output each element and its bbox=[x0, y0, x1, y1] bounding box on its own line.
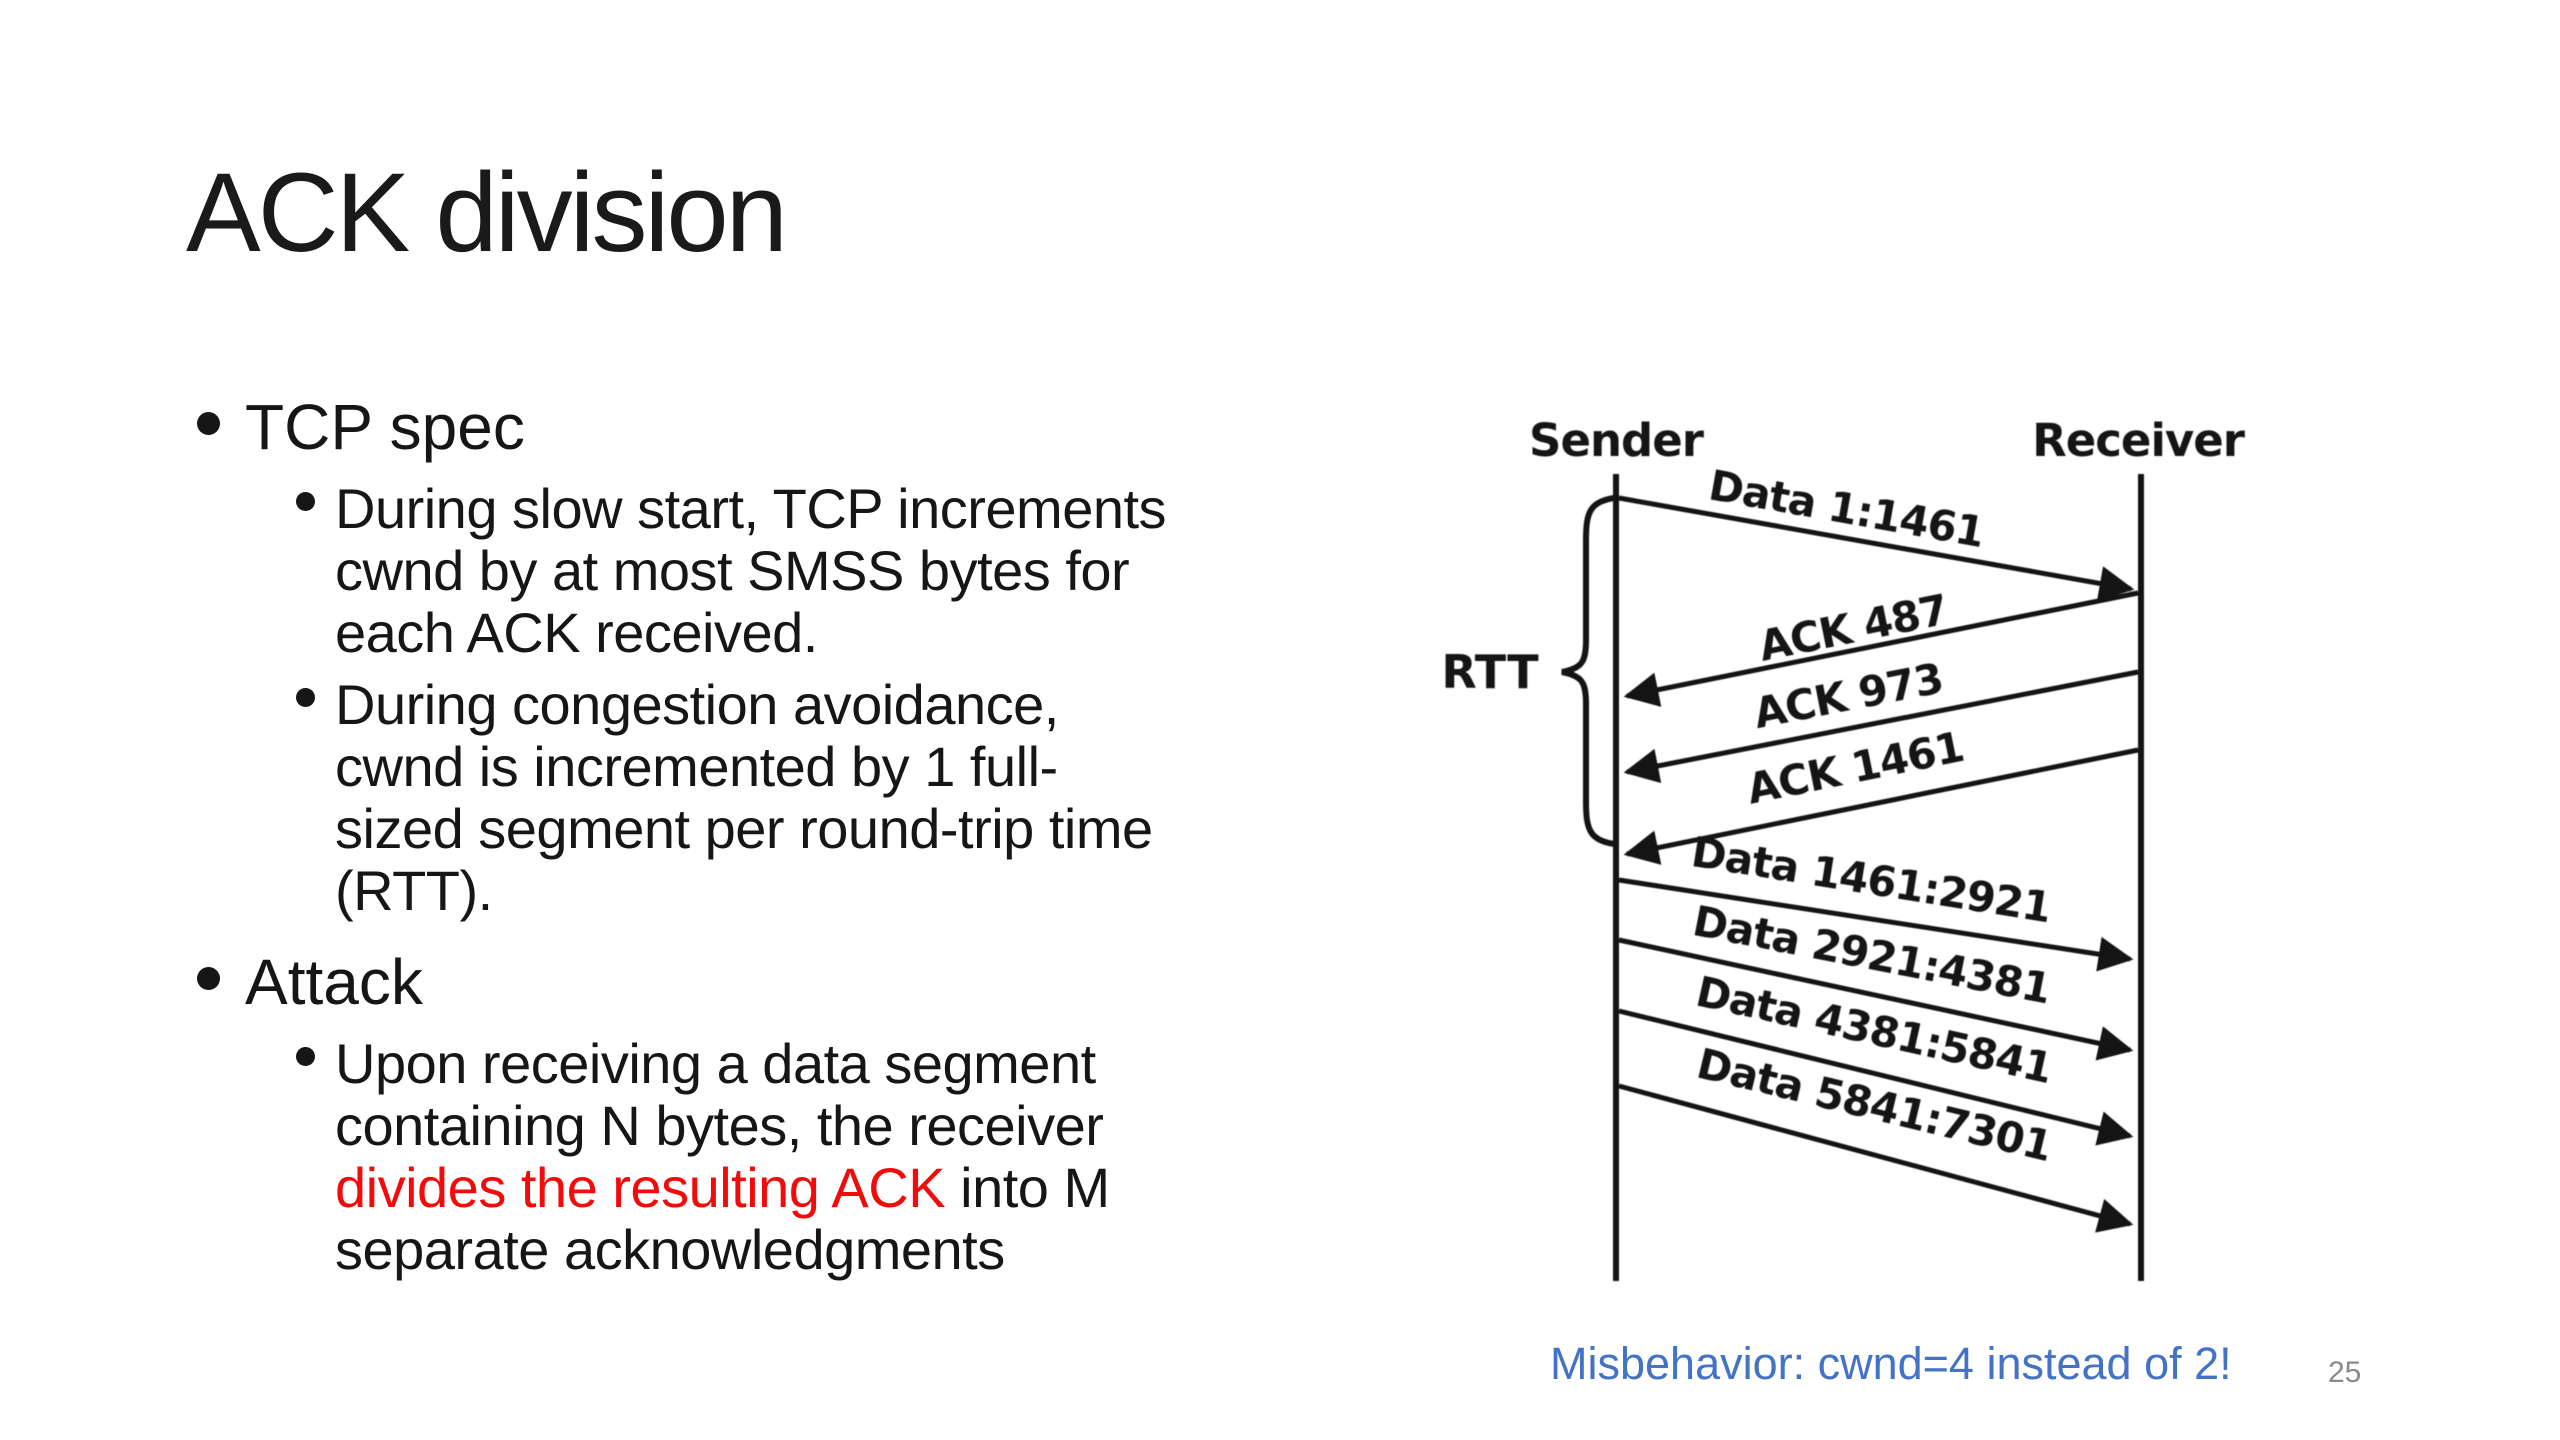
bullet-text: Attack bbox=[245, 947, 423, 1017]
text-segment: each ACK received. bbox=[335, 601, 818, 664]
bullet-marker bbox=[197, 412, 220, 435]
arrow-data-1-1461 bbox=[1618, 495, 2135, 601]
text-segment: (RTT). bbox=[335, 859, 493, 922]
misbehavior-caption: Misbehavior: cwnd=4 instead of 2! bbox=[1550, 1338, 2232, 1389]
sequence-diagram-svg: Sender Receiver RTT Data 1:1461 ACK 487 … bbox=[1441, 414, 2247, 1281]
text-line: (RTT). bbox=[335, 860, 1153, 922]
text-segment: sized segment per round-trip time bbox=[335, 797, 1153, 860]
text-line: Upon receiving a data segment bbox=[335, 1033, 1110, 1095]
text-segment: separate acknowledgments bbox=[335, 1218, 1005, 1281]
arrow-data-4381-5841 bbox=[1618, 1008, 2134, 1146]
arrow-data-1461-2921 bbox=[1618, 877, 2134, 972]
bullet-item-attack: Attack bbox=[197, 947, 423, 1017]
sender-label: Sender bbox=[1529, 414, 1705, 467]
text-segment: TCP spec bbox=[245, 391, 525, 463]
text-line: sized segment per round-trip time bbox=[335, 798, 1153, 860]
bullet-item-tcp-spec: TCP spec bbox=[197, 392, 525, 462]
bullet-marker bbox=[296, 688, 315, 707]
text-segment: into M bbox=[945, 1156, 1110, 1219]
text-line: During slow start, TCP increments bbox=[335, 477, 1167, 540]
text-segment: cwnd is incremented by 1 full- bbox=[335, 735, 1058, 798]
text-line: each ACK received. bbox=[335, 602, 1166, 664]
bullet-text: TCP spec bbox=[245, 392, 525, 462]
text-line: Attack bbox=[245, 947, 423, 1017]
bullet-marker bbox=[296, 1047, 315, 1066]
text-segment: Upon receiving a data segment bbox=[335, 1032, 1096, 1095]
arrow-data-2921-4381 bbox=[1618, 937, 2134, 1061]
bullet-text: During congestion avoidance,cwnd is incr… bbox=[335, 674, 1153, 922]
text-line: TCP spec bbox=[245, 392, 525, 462]
receiver-label: Receiver bbox=[2032, 414, 2246, 467]
bullet-marker bbox=[296, 492, 315, 511]
bullet-item-congestion-avoidance: During congestion avoidance,cwnd is incr… bbox=[296, 674, 1153, 922]
highlighted-text: divides the resulting ACK bbox=[335, 1156, 946, 1219]
text-segment: cwnd by at most SMSS bytes for bbox=[335, 539, 1130, 602]
text-segment: containing N bytes, the receiver bbox=[335, 1094, 1104, 1157]
text-line: containing N bytes, the receiver bbox=[335, 1095, 1110, 1157]
rtt-brace bbox=[1561, 495, 1617, 847]
message-label: ACK 1461 bbox=[1743, 722, 1968, 814]
page-number: 25 bbox=[2328, 1356, 2362, 1389]
sequence-diagram: Sender Receiver RTT Data 1:1461 ACK 487 … bbox=[1400, 350, 2400, 1360]
text-line: cwnd by at most SMSS bytes for bbox=[335, 540, 1166, 602]
text-line: cwnd is incremented by 1 full- bbox=[335, 736, 1153, 798]
text-segment: Attack bbox=[245, 946, 423, 1018]
text-line: divides the resulting ACK into M bbox=[335, 1157, 1110, 1219]
text-segment: During slow start, TCP increments bbox=[335, 477, 1167, 540]
text-segment: During congestion avoidance, bbox=[335, 673, 1059, 736]
rtt-label: RTT bbox=[1441, 645, 1539, 699]
text-line: During congestion avoidance, bbox=[335, 674, 1153, 736]
bullet-marker bbox=[197, 967, 220, 990]
arrow-data-5841-7301 bbox=[1618, 1083, 2134, 1233]
arrow-ack-1461 bbox=[1623, 747, 2139, 865]
text-line: separate acknowledgments bbox=[335, 1219, 1110, 1281]
arrow-ack-487 bbox=[1623, 590, 2139, 707]
slide-title: ACK division bbox=[186, 150, 788, 275]
message-label: Data 1:1461 bbox=[1705, 460, 1987, 557]
arrow-ack-973 bbox=[1623, 669, 2139, 784]
